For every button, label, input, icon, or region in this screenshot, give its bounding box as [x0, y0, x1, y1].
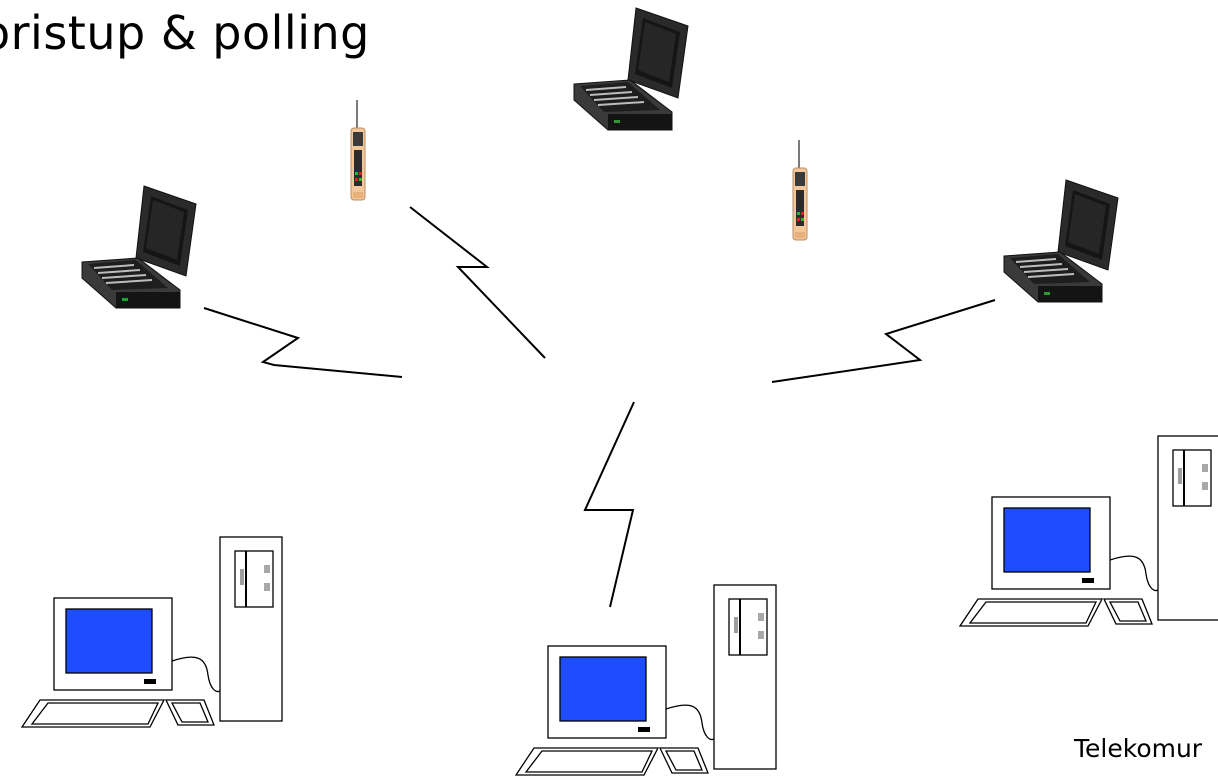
desktop-center-icon: [516, 585, 776, 775]
desktop-left-icon: [22, 537, 282, 727]
desktop-right-icon: [960, 436, 1218, 626]
laptop-right-icon: [1004, 180, 1118, 302]
phone-left-icon: [351, 100, 365, 200]
phone-right-icon: [793, 140, 807, 240]
radio-link-desktop-center: [585, 402, 634, 607]
laptop-top-icon: [574, 8, 688, 130]
radio-link-laptop-right: [772, 300, 995, 382]
radio-link-phone-left: [410, 207, 545, 358]
radio-link-laptop-left: [204, 308, 402, 377]
laptop-left-icon: [82, 186, 196, 308]
